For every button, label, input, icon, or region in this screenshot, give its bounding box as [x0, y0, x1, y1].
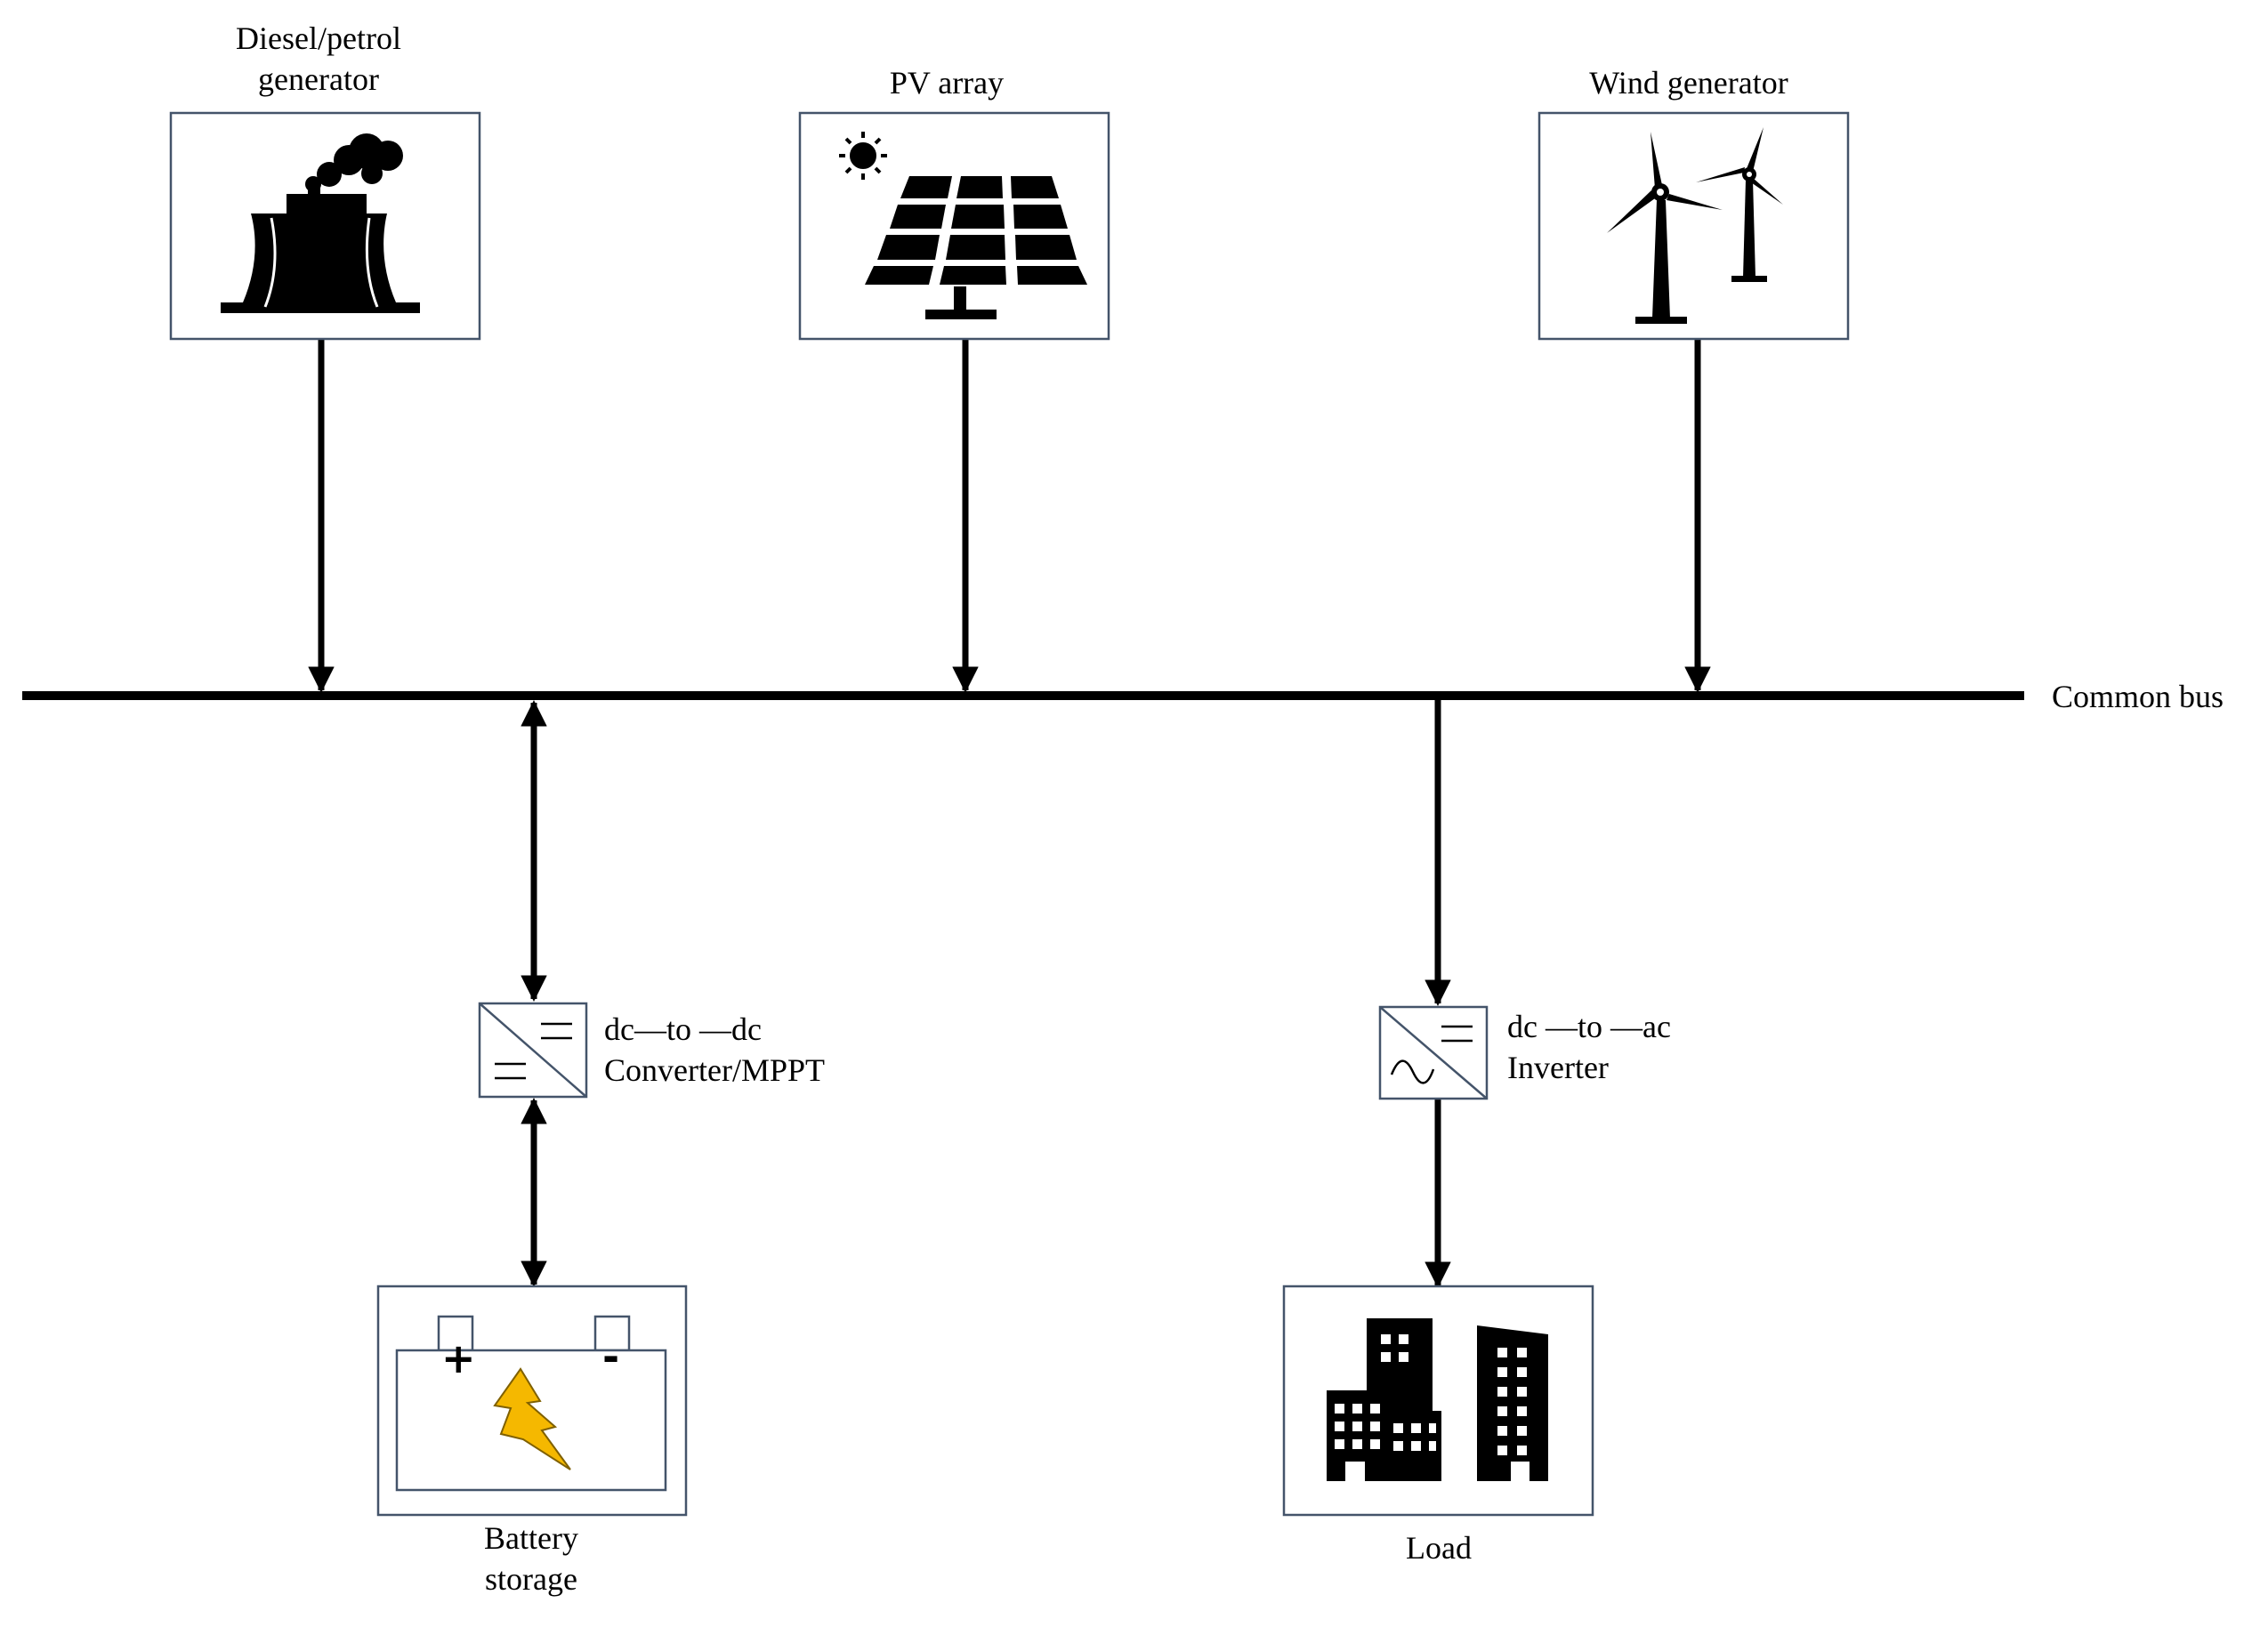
- battery-plus-sign: +: [441, 1334, 476, 1382]
- dc-dc-converter-icon: [478, 1002, 588, 1099]
- lightning-bolt-icon: [493, 1367, 571, 1470]
- battery-storage-box: [376, 1285, 688, 1517]
- wind-turbine-icon: [1607, 127, 1783, 324]
- inverter-label-line2: Inverter: [1507, 1050, 1609, 1085]
- solar-panel-icon: [865, 176, 1087, 319]
- wind-generator-box: [1538, 111, 1850, 341]
- pv-array-box: [798, 111, 1110, 341]
- inverter-icon: [1378, 1005, 1489, 1100]
- diesel-generator-box: [169, 111, 481, 341]
- inverter-label-line1: dc —to —ac: [1507, 1009, 1671, 1044]
- diesel-generator-label-line2: generator: [258, 61, 379, 97]
- diesel-generator-label-line1: Diesel/petrol: [236, 20, 401, 56]
- inverter-label: dc —to —ac Inverter: [1507, 1006, 1671, 1088]
- battery-storage-label-line2: storage: [485, 1561, 577, 1597]
- dc-dc-converter-label-line1: dc—to —dc: [604, 1011, 762, 1047]
- sun-icon: [839, 132, 887, 180]
- battery-minus-sign: -: [602, 1333, 620, 1381]
- battery-storage-label: Battery storage: [484, 1518, 578, 1599]
- common-bus-label: Common bus: [2052, 679, 2224, 714]
- battery-storage-label-line1: Battery: [484, 1520, 578, 1556]
- diesel-generator-label: Diesel/petrol generator: [236, 18, 401, 100]
- dc-dc-converter-label-line2: Converter/MPPT: [604, 1052, 825, 1088]
- wind-generator-label: Wind generator: [1589, 65, 1788, 101]
- buildings-icon: [1327, 1318, 1548, 1481]
- dc-dc-converter-label: dc—to —dc Converter/MPPT: [604, 1009, 825, 1091]
- pv-array-label: PV array: [889, 65, 1005, 101]
- load-box: [1282, 1285, 1594, 1517]
- load-label: Load: [1406, 1530, 1472, 1566]
- battery-icon: [395, 1315, 667, 1492]
